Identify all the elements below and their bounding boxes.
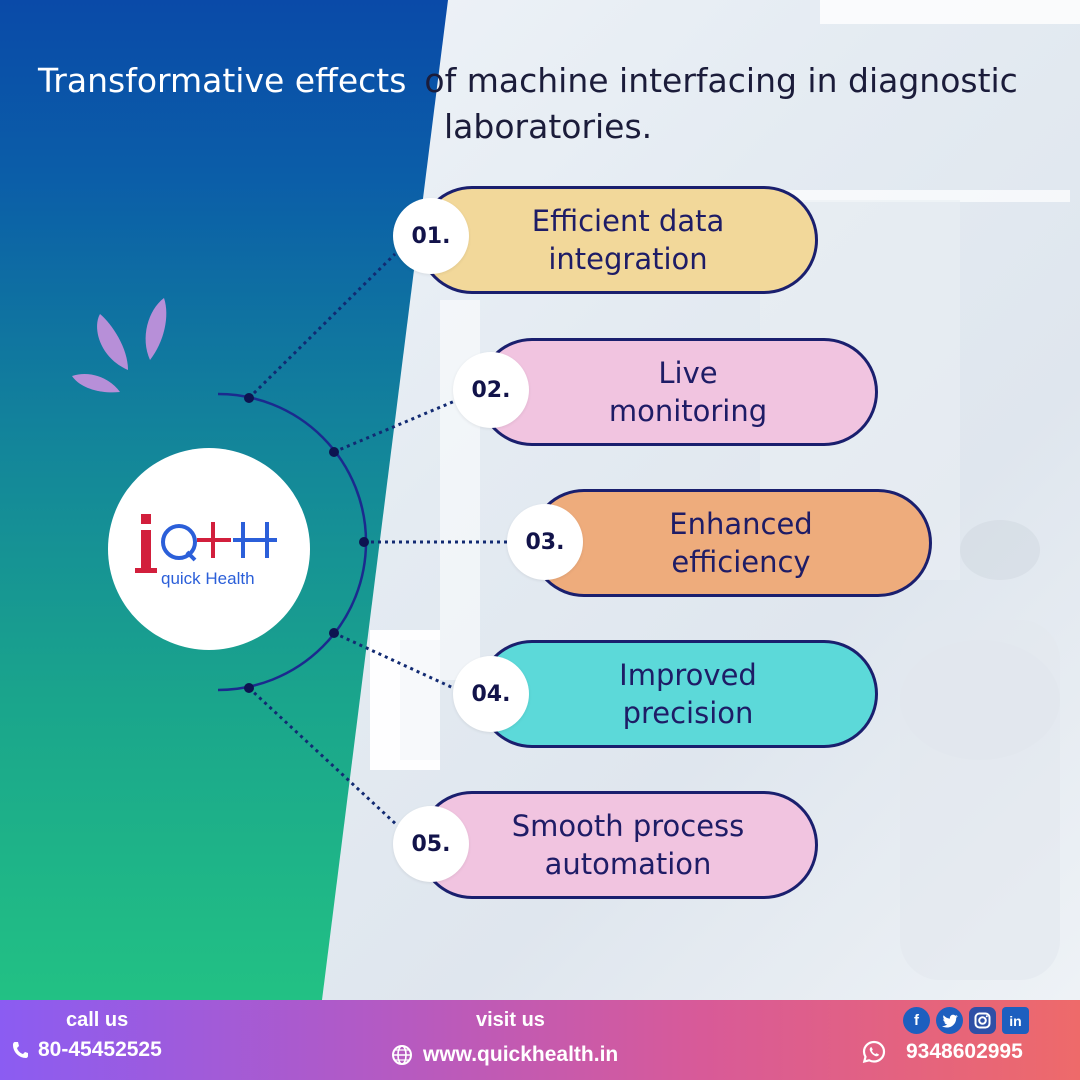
- item-3-line-2: efficiency: [671, 545, 811, 579]
- logo-text: quick Health: [161, 569, 255, 588]
- item-2-line-2: monitoring: [608, 394, 768, 428]
- phone-link[interactable]: 80-45452525: [12, 1038, 162, 1062]
- title-part-2: of machine interfacing in diagnostic: [424, 61, 1018, 100]
- facebook-icon[interactable]: f: [903, 1007, 930, 1034]
- twitter-icon[interactable]: [936, 1007, 963, 1034]
- item-5-line-1: Smooth process: [511, 809, 745, 843]
- whatsapp-link[interactable]: 9348602995: [862, 1040, 1023, 1064]
- website-url: www.quickhealth.in: [423, 1043, 619, 1066]
- item-2-line-1: Live: [658, 356, 718, 390]
- item-1-number: 01.: [393, 198, 469, 274]
- item-4-line-2: precision: [622, 696, 754, 730]
- item-2-number: 02.: [453, 352, 529, 428]
- whatsapp-number: 9348602995: [906, 1040, 1023, 1063]
- social-links: f in: [903, 1007, 1029, 1034]
- visit-label: visit us: [476, 1009, 545, 1031]
- title-part-1: Transformative effects: [38, 61, 407, 100]
- item-1-line-1: Efficient data: [531, 204, 725, 238]
- item-4-line-1: Improved: [619, 658, 757, 692]
- globe-icon: [392, 1045, 412, 1065]
- decorative-petals-icon: [72, 298, 167, 393]
- item-pill-1: Efficient data integration: [418, 186, 818, 294]
- call-label: call us: [66, 1009, 129, 1031]
- item-pill-3: Enhanced efficiency: [530, 489, 932, 597]
- title-part-3: laboratories.: [444, 107, 653, 146]
- page-title: Transformative effects of machine interfa…: [38, 58, 1068, 150]
- phone-icon: [13, 1042, 28, 1058]
- footer-bar: call us 80-45452525 visit us www.quickhe…: [0, 1000, 1080, 1080]
- whatsapp-icon: [862, 1040, 886, 1064]
- item-pill-2: Live monitoring: [478, 338, 878, 446]
- connector-lines: [217, 252, 512, 828]
- item-3-line-1: Enhanced: [669, 507, 813, 541]
- item-3-number: 03.: [507, 504, 583, 580]
- website-link[interactable]: www.quickhealth.in: [391, 1043, 618, 1067]
- phone-number: 80-45452525: [38, 1038, 162, 1061]
- item-pill-5: Smooth process automation: [418, 791, 818, 899]
- logo-badge: quick Health: [108, 448, 310, 650]
- item-pill-4: Improved precision: [478, 640, 878, 748]
- item-5-number: 05.: [393, 806, 469, 882]
- quick-health-logo-icon: quick Health: [135, 514, 277, 588]
- item-5-line-2: automation: [544, 847, 712, 881]
- item-4-number: 04.: [453, 656, 529, 732]
- linkedin-icon[interactable]: in: [1002, 1007, 1029, 1034]
- item-1-line-2: integration: [548, 242, 708, 276]
- instagram-icon[interactable]: [969, 1007, 996, 1034]
